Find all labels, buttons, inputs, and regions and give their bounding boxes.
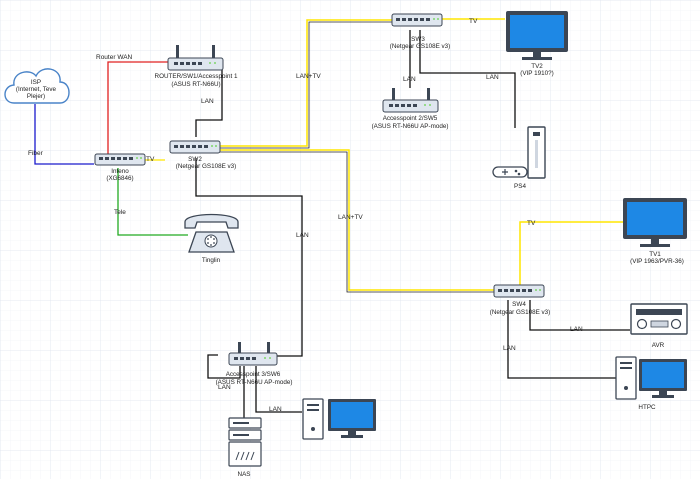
node-avr[interactable]: AVR [630, 303, 688, 349]
ps4-title: PS4 [514, 183, 526, 190]
inteno-title: Inteno [111, 168, 129, 175]
connections [34, 18, 630, 418]
switch-icon [169, 140, 221, 154]
ap2-title: Accesspoint 2/SW5 [383, 115, 438, 122]
label-lan-sw3-ap2: LAN [403, 76, 416, 83]
node-tv2[interactable]: TV2 (VIP 1910?) [506, 11, 568, 77]
edge-inteno-router-wan [107, 61, 168, 156]
node-pc[interactable] [302, 398, 376, 440]
router-icon [167, 45, 224, 71]
node-sw4[interactable]: SW4 (Netgear GS108E v3) [490, 284, 551, 316]
server-icon [228, 417, 262, 467]
label-router-wan: Router WAN [96, 54, 133, 61]
label-lantv-sw2-sw4: LAN+TV [338, 214, 363, 221]
label-lan-sw2-ap3: LAN [296, 232, 309, 239]
isp-line1: (Internet, Teve [16, 86, 57, 93]
avr-title: AVR [652, 342, 665, 349]
sw4-line1: (Netgear GS108E v3) [490, 309, 551, 316]
edge-router-sw2-lan [195, 68, 223, 137]
router-title: ROUTER/SW1/Accesspoint 1 [155, 73, 238, 80]
label-tv-sw3-tv2: TV [469, 18, 478, 25]
desktop-computer-icon [302, 398, 376, 440]
node-ap3[interactable]: Accesspoint 3/SW6 (ASUS RT-N66U AP-mode) [216, 342, 293, 386]
game-console-icon [492, 126, 546, 179]
tv2-line1: (VIP 1910?) [520, 70, 554, 77]
edge-sw2-sw4-lantv [218, 149, 494, 291]
node-htpc[interactable]: HTPC [615, 356, 687, 411]
node-ap2[interactable]: Accesspoint 2/SW5 (ASUS RT-N66U AP-mode) [372, 88, 449, 130]
edge-ap3-nas-lan [207, 354, 241, 379]
edge-sw3-ps4-lan [419, 30, 516, 128]
ap2-line1: (ASUS RT-N66U AP-mode) [372, 123, 449, 130]
tv1-line1: (VIP 1963/PVR-36) [630, 258, 684, 265]
router-icon [228, 342, 278, 366]
sw3-title: SW3 [411, 36, 425, 43]
switch-icon [391, 13, 443, 27]
av-receiver-icon [630, 303, 688, 335]
ap3-title: Accesspoint 3/SW6 [226, 371, 281, 378]
edge-isp-inteno-fiber [34, 104, 94, 165]
node-inteno[interactable]: Inteno (XG6846) [94, 153, 146, 182]
edge-sw4-htpc-lan [507, 300, 616, 379]
label-fiber: Fiber [28, 150, 44, 157]
sw2-title: SW2 [188, 156, 202, 163]
edge-sw2-sw4-lantv-shadow [218, 151, 494, 293]
switch-icon [493, 284, 545, 298]
isp-title: ISP [31, 79, 41, 86]
node-ps4[interactable]: PS4 [492, 126, 546, 190]
label-tele: Tele [114, 209, 126, 216]
label-lan-sw3-ps4: LAN [486, 74, 499, 81]
node-phone[interactable]: Tinglin [184, 213, 239, 265]
label-lan-sw4-htpc: LAN [503, 345, 516, 352]
phone-title: Tinglin [202, 257, 221, 264]
tv1-title: TV1 [649, 251, 661, 258]
telephone-icon [184, 213, 239, 253]
sw2-line1: (Netgear GS108E v3) [176, 163, 237, 170]
node-router[interactable]: ROUTER/SW1/Accesspoint 1 (ASUS RT-N66U) [155, 45, 238, 88]
label-lan-sw4-avr: LAN [570, 326, 583, 333]
label-tv-sw4-tv1: TV [527, 220, 536, 227]
node-tv1[interactable]: TV1 (VIP 1963/PVR-36) [623, 198, 687, 265]
sw4-title: SW4 [512, 301, 526, 308]
label-tv-inteno: TV [146, 156, 155, 163]
edge-sw2-sw3-lantv [218, 19, 392, 147]
ap3-line1: (ASUS RT-N66U AP-mode) [216, 379, 293, 386]
monitor-icon [623, 198, 687, 247]
sw3-line1: (Netgear GS108E v3) [390, 43, 451, 50]
edge-ap3-pc-lan [255, 366, 302, 413]
node-nas[interactable]: NAS [228, 417, 262, 478]
node-isp[interactable]: ISP (Internet, Teve Plejer) [4, 68, 70, 104]
cloud-icon [4, 68, 70, 104]
desktop-computer-icon [615, 356, 687, 400]
tv2-title: TV2 [531, 63, 543, 70]
label-lan-ap3-nas: LAN [218, 384, 231, 391]
edge-labels: Router WAN Fiber TV Tele LAN LAN+TV TV L… [28, 18, 583, 413]
switch-icon [94, 153, 146, 166]
node-sw3[interactable]: SW3 (Netgear GS108E v3) [390, 13, 451, 50]
edge-sw4-avr-lan [529, 300, 630, 331]
isp-line2: Plejer) [27, 93, 45, 100]
nas-title: NAS [238, 471, 251, 478]
htpc-title: HTPC [638, 404, 656, 411]
node-sw2[interactable]: SW2 (Netgear GS108E v3) [169, 140, 237, 170]
edge-inteno-phone-tele [117, 168, 188, 236]
edge-sw2-ap3-lan [195, 158, 303, 357]
router-icon [382, 88, 439, 113]
label-lan-ap3-pc: LAN [269, 406, 282, 413]
label-lantv-sw2-sw3: LAN+TV [296, 73, 321, 80]
edge-sw2-sw3-lantv-shadow [219, 21, 392, 149]
inteno-line1: (XG6846) [106, 175, 133, 182]
router-line1: (ASUS RT-N66U) [171, 81, 220, 88]
edge-sw4-tv1-tv [519, 221, 623, 285]
monitor-icon [506, 11, 568, 60]
label-lan-router-sw2: LAN [201, 98, 214, 105]
